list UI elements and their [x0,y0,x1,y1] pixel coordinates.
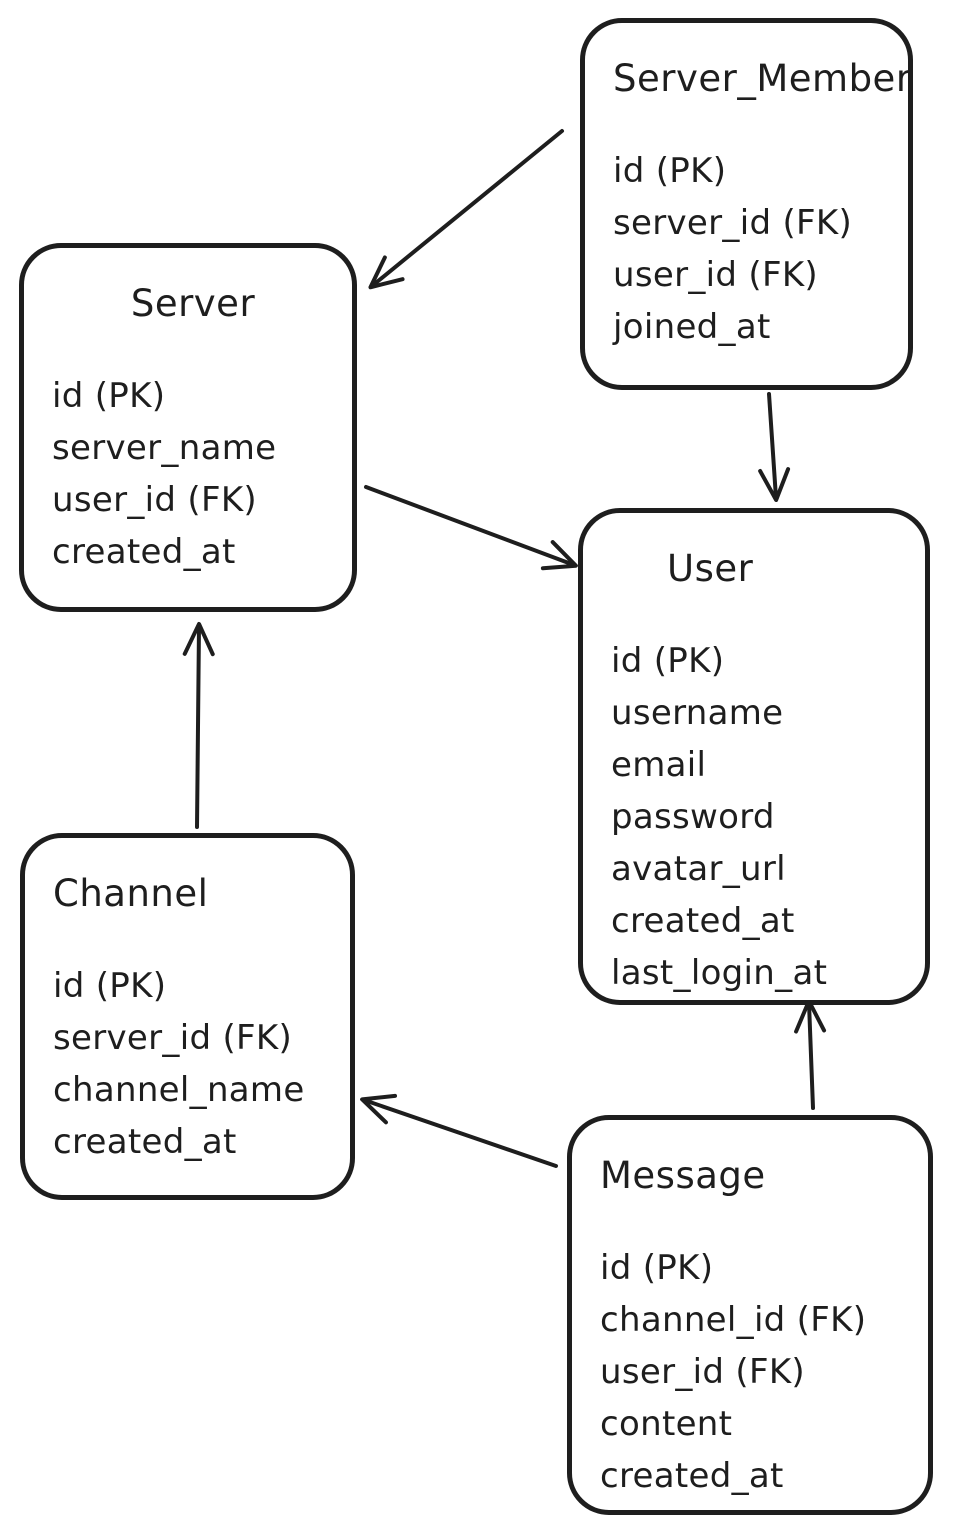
entity-field: server_name [52,428,277,468]
entity-field: channel_name [53,1070,305,1110]
entity-field: created_at [52,532,236,572]
entity-field: server_id (FK) [53,1018,293,1058]
arrow-message-to-user [794,999,827,1110]
entity-field: created_at [53,1122,237,1162]
entity-server-member-fields: id (PK) server_id (FK) user_id (FK) join… [613,145,890,353]
entity-field: id (PK) [52,376,166,416]
entity-field: joined_at [613,307,771,347]
entity-field: channel_id (FK) [600,1300,867,1340]
entity-server-member-title: Server_Member [613,57,912,100]
entity-field: id (PK) [53,966,167,1006]
arrow-server-to-user [364,485,578,571]
entity-message: Message id (PK) channel_id (FK) user_id … [567,1115,933,1515]
entity-field: content [600,1404,733,1444]
entity-channel-fields: id (PK) server_id (FK) channel_name crea… [53,960,332,1168]
entity-server: Server id (PK) server_name user_id (FK) … [19,243,357,612]
entity-field: id (PK) [611,641,725,681]
entity-field: created_at [600,1456,784,1496]
entity-field: created_at [611,901,795,941]
entity-message-title: Message [600,1154,766,1197]
arrow-channel-to-server [182,622,215,829]
entity-field: id (PK) [613,151,727,191]
entity-field: avatar_url [611,849,786,889]
entity-channel-title: Channel [53,872,209,915]
entity-server-fields: id (PK) server_name user_id (FK) created… [52,370,334,578]
entity-user-fields: id (PK) username email password avatar_u… [611,635,907,999]
entity-field: user_id (FK) [600,1352,805,1392]
entity-field: user_id (FK) [613,255,818,295]
arrow-server-member-to-server [368,129,564,290]
entity-user-title: User [667,547,754,590]
arrow-message-to-channel [360,1093,558,1168]
entity-field: email [611,745,707,785]
entity-server-title: Server [130,282,256,325]
entity-field: password [611,797,775,837]
entity-field: last_login_at [611,953,828,993]
entity-field: server_id (FK) [613,203,853,243]
entity-channel: Channel id (PK) server_id (FK) channel_n… [20,833,355,1200]
entity-message-fields: id (PK) channel_id (FK) user_id (FK) con… [600,1242,910,1502]
entity-server-member: Server_Member id (PK) server_id (FK) use… [580,18,913,390]
entity-field: username [611,693,784,733]
arrow-server-member-to-user [758,392,791,502]
entity-field: id (PK) [600,1248,714,1288]
entity-user: User id (PK) username email password ava… [578,508,930,1005]
entity-field: user_id (FK) [52,480,257,520]
